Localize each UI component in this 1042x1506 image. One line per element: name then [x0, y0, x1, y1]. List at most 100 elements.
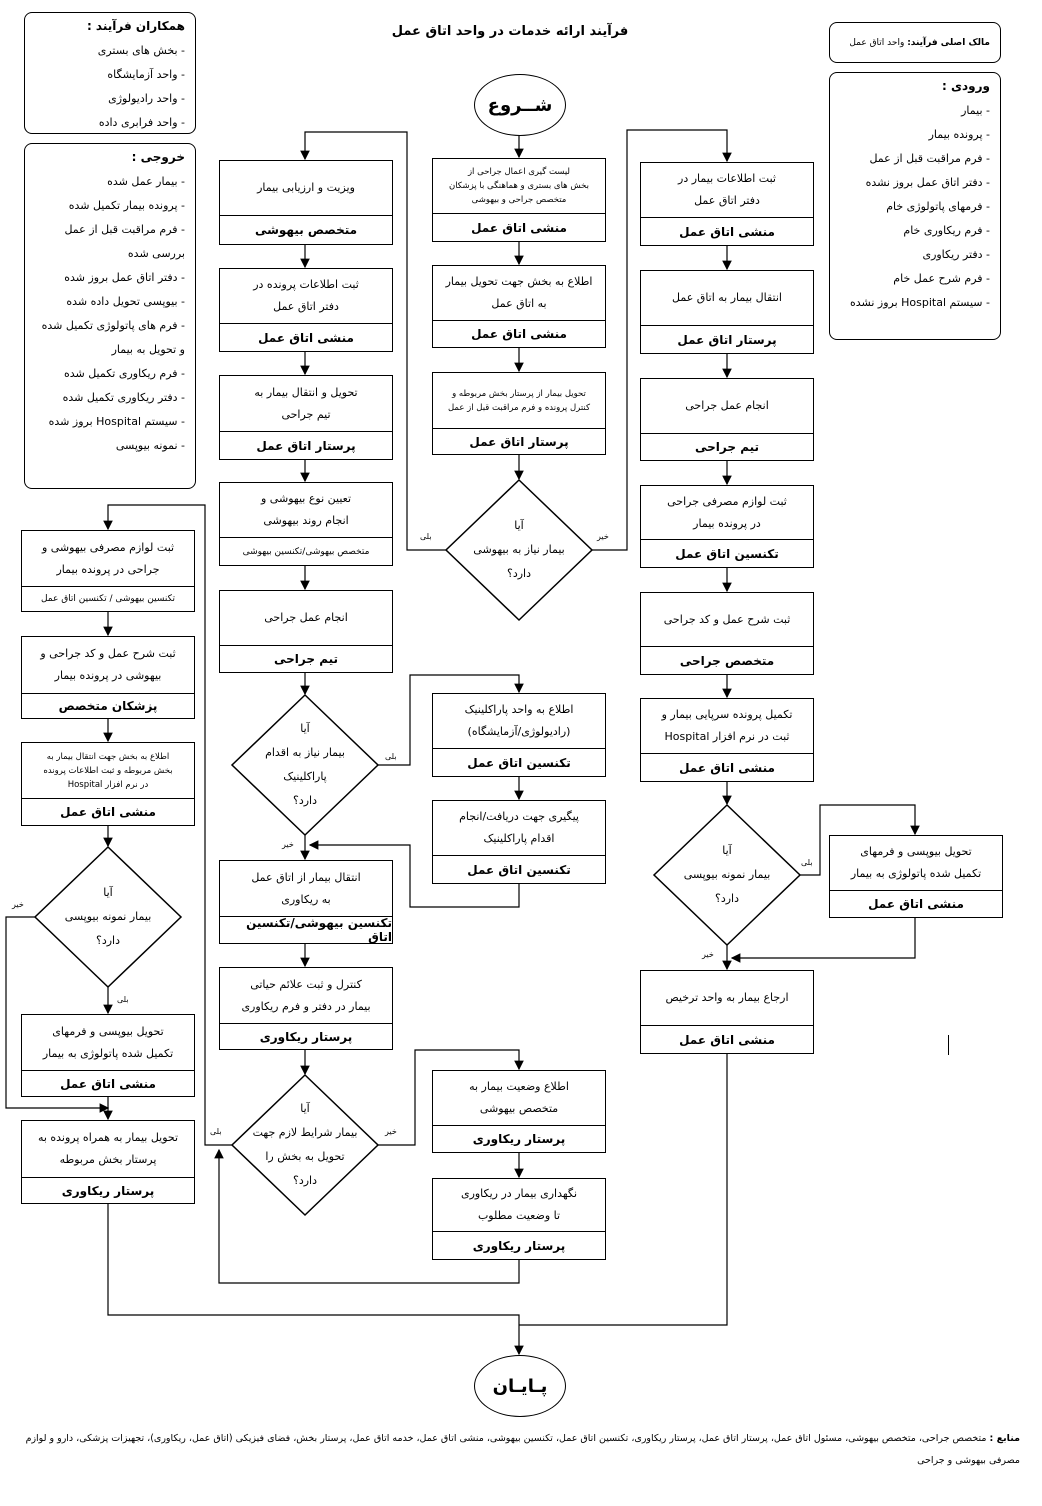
process-step-text: ارجاع بیمار به واحد ترخیص: [665, 991, 789, 1004]
process-box-e1: تحویل بیوپسی و فرمهای تکمیل شده پاتولوژی…: [829, 835, 1003, 918]
process-step-role: تیم جراحی: [220, 645, 392, 672]
process-step-role: منشی اتاق عمل: [641, 1025, 813, 1053]
process-step-role: منشی اتاق عمل: [641, 753, 813, 781]
process-step-text: انجام عمل جراحی: [264, 611, 348, 624]
yes-label: بلی: [117, 995, 129, 1004]
process-step-role: تیم جراحی: [641, 433, 813, 460]
inputs-item: سیستم Hospital بروز نشده: [840, 291, 990, 315]
inputs-item: بیمار: [840, 99, 990, 123]
process-step-text: ثبت شرح عمل و کد جراحی و بیهوشی در پروند…: [40, 647, 176, 682]
no-label: خیر: [12, 900, 24, 909]
outputs-item: فرم های پاتولوژی تکمیل شده و تحویل به بی…: [35, 314, 185, 362]
outputs-item: دفتر ریکاوری تکمیل شده: [35, 386, 185, 410]
resources-text: متخصص جراحی، متخصص بیهوشی، مسئول اتاق عم…: [25, 1433, 1020, 1466]
end-node: پـایـان: [474, 1355, 566, 1417]
resources-note: منابع : متخصص جراحی، متخصص بیهوشی، مسئول…: [8, 1428, 1020, 1472]
connector-arrow: [592, 129, 732, 551]
process-step-text: پیگیری جهت دریافت/انجام اقدام پاراکلینیک: [459, 810, 579, 845]
inputs-item: دفتر اتاق عمل بروز نشده: [840, 171, 990, 195]
outputs-panel: خروجی :بیمار عمل شدهپرونده بیمار تکمیل ش…: [24, 143, 196, 489]
process-box-d3: انجام عمل جراحی تیم جراحی: [640, 378, 814, 461]
connector-arrow: [5, 916, 110, 1113]
process-step-role: پرستار ریکاوری: [433, 1231, 605, 1259]
inputs-panel: ورودی : بیمارپرونده بیمارفرم مراقبت قبل ا…: [829, 72, 1001, 340]
process-step-role: منشی اتاق عمل: [22, 1070, 194, 1096]
process-step-role: منشی اتاق عمل: [220, 323, 392, 351]
inputs-item: دفتر ریکاوری: [840, 243, 990, 267]
decision-text: آیا بیمار نیاز به اقدام پاراکلینیک دارد؟: [265, 722, 345, 807]
process-step-role: متخصص بیهوشی/تکنسین بیهوشی: [220, 537, 392, 565]
inputs-heading: ورودی :: [942, 79, 990, 93]
partners-panel: همکاران فرآیند :بخش های بستریواحد آزمایش…: [24, 12, 196, 134]
inputs-item: فرم ریکاوری خام: [840, 219, 990, 243]
decision-diamond-q1: [444, 478, 594, 622]
connector-arrow: [378, 674, 524, 766]
process-box-b2: اطلاع به بخش جهت تحویل بیمار به اتاق عمل…: [432, 265, 606, 348]
process-step-text: تحویل بیمار به همراه پرونده به پرستار بخ…: [37, 1131, 179, 1166]
process-step-role: پرستار ریکاوری: [220, 1023, 392, 1049]
owner-value: واحد اتاق عمل: [849, 37, 905, 48]
decision-text: آیا بیمار نمونه بیوپسی دارد؟: [64, 886, 152, 947]
process-box-b7: نگهداری بیمار در ریکاوری تا وضعیت مطلوب پ…: [432, 1178, 606, 1260]
process-step-text: اطلاع به بخش جهت تحویل بیمار به اتاق عمل: [445, 275, 593, 310]
process-step-role: پرستار اتاق عمل: [220, 431, 392, 459]
process-step-text: ثبت لوازم مصرفی بیهوشی و جراحی در پرونده…: [41, 540, 175, 576]
connector-arrow: [214, 1148, 520, 1284]
process-step-role: منشی اتاق عمل: [433, 213, 605, 241]
process-step-role: منشی اتاق عمل: [433, 320, 605, 347]
decision-diamond-q4: [652, 803, 802, 947]
process-step-text: انتقال بیمار به اتاق عمل: [672, 291, 782, 304]
process-box-a3: اطلاع به بخش جهت انتقال بیمار به بخش مرب…: [21, 742, 195, 826]
process-step-text: نگهداری بیمار در ریکاوری تا وضعیت مطلوب: [460, 1187, 578, 1222]
process-step-text: اطلاع به واحد پاراکلینیک (رادیولوژی/آزما…: [464, 703, 574, 738]
process-step-text: اطلاع وضعیت بیمار به متخصص بیهوشی: [469, 1080, 569, 1115]
owner-panel: مالک اصلی فرآیند: واحد اتاق عمل: [829, 22, 1001, 63]
process-step-role: متخصص جراحی: [641, 646, 813, 674]
process-step-role: پرستار ریکاوری: [22, 1177, 194, 1203]
connector-arrow: [800, 804, 920, 876]
decision-diamond-q2: [230, 693, 380, 837]
process-step-text: انجام عمل جراحی: [685, 399, 769, 412]
process-step-role: پرستار اتاق عمل: [433, 428, 605, 454]
outputs-heading: خروجی :: [131, 150, 185, 164]
yes-label: بلی: [210, 1127, 222, 1136]
process-step-text: ثبت اطلاعات بیمار در دفتر اتاق عمل: [678, 172, 776, 207]
decision-text: آیا بیمار شرایط لازم جهت تحویل به بخش را…: [252, 1102, 358, 1187]
process-box-c3: تحویل و انتقال بیمار به تیم جراحی پرستار …: [219, 375, 393, 460]
connector-arrow: [308, 840, 520, 908]
inputs-item: پرونده بیمار: [840, 123, 990, 147]
process-step-text: کنترل و ثبت علائم حیاتی بیمار در دفتر و …: [241, 977, 371, 1013]
process-step-text: لیست گیری اعمال جراحی از بخش های بستری و…: [448, 167, 590, 205]
process-step-text: تحویل و انتقال بیمار به تیم جراحی: [254, 385, 358, 421]
process-box-c2: ثبت اطلاعات پرونده در دفتر اتاق عمل منشی …: [219, 268, 393, 352]
inputs-list: بیمارپرونده بیمارفرم مراقبت قبل از عملدف…: [840, 99, 990, 315]
process-step-text: تحویل بیوپسی و فرمهای تکمیل شده پاتولوژی…: [42, 1024, 174, 1060]
connector-arrow: [519, 1054, 728, 1326]
process-box-b4: اطلاع به واحد پاراکلینیک (رادیولوژی/آزما…: [432, 693, 606, 777]
process-box-c7: کنترل و ثبت علائم حیاتی بیمار در دفتر و …: [219, 967, 393, 1050]
process-box-c5: انجام عمل جراحی تیم جراحی: [219, 590, 393, 673]
no-label: خیر: [597, 532, 609, 541]
process-box-a4: تحویل بیوپسی و فرمهای تکمیل شده پاتولوژی…: [21, 1014, 195, 1097]
process-step-role: تکنسین اتاق عمل: [433, 748, 605, 776]
process-step-role: تکنسین اتاق عمل: [641, 539, 813, 567]
yes-label: بلی: [801, 858, 813, 867]
process-step-text: ثبت اطلاعات پرونده در دفتر اتاق عمل: [253, 278, 359, 313]
yes-label: بلی: [385, 752, 397, 761]
decision-diamond-q5: [33, 845, 183, 989]
process-box-a5: تحویل بیمار به همراه پرونده به پرستار بخ…: [21, 1120, 195, 1204]
inputs-item: فرم شرح عمل خام: [840, 267, 990, 291]
outputs-item: دفتر اتاق عمل بروز شده: [35, 266, 185, 290]
process-step-role: تکنسین بیهوشی / تکنسین اتاق عمل: [22, 586, 194, 611]
outputs-item: فرم ریکاوری تکمیل شده: [35, 362, 185, 386]
outputs-item: بیوپسی تحویل داده شده: [35, 290, 185, 314]
process-step-text: ثبت شرح عمل و کد جراحی: [663, 612, 791, 626]
page-title: فرآیند ارائه خدمات در واحد اتاق عمل: [391, 24, 629, 39]
